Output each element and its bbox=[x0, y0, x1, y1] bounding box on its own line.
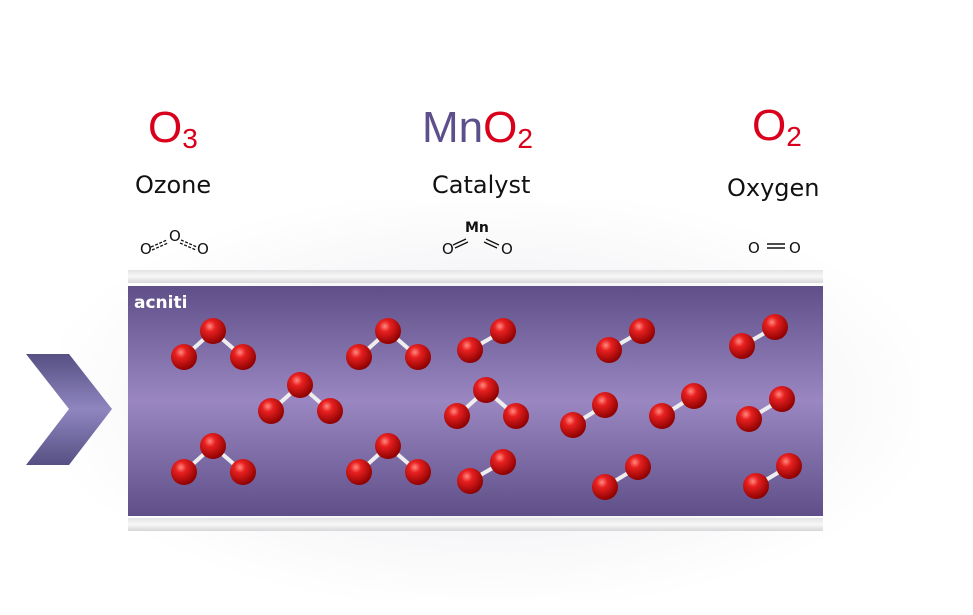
ozone-formula: O3 bbox=[148, 103, 198, 154]
oxygen-atom bbox=[681, 383, 707, 409]
oxygen-label: Oxygen bbox=[727, 174, 820, 202]
mno2-structure: Mn O O bbox=[442, 220, 513, 258]
oxygen-atom bbox=[729, 333, 755, 359]
oxygen-atom bbox=[375, 433, 401, 459]
svg-text:O: O bbox=[789, 239, 801, 257]
acniti-logo: acniti bbox=[134, 293, 187, 313]
molecules bbox=[171, 314, 802, 500]
ozone-molecule bbox=[346, 433, 431, 485]
oxygen-atom bbox=[457, 337, 483, 363]
o2-structure: O O bbox=[748, 239, 801, 257]
tube-bottom-rim bbox=[128, 518, 823, 531]
oxygen-molecule bbox=[736, 386, 795, 432]
oxygen-atom bbox=[405, 459, 431, 485]
oxygen-molecule bbox=[592, 454, 651, 500]
oxygen-atom bbox=[375, 318, 401, 344]
oxygen-atom bbox=[776, 453, 802, 479]
svg-text:O: O bbox=[140, 240, 152, 258]
catalyst-label: Catalyst bbox=[432, 171, 531, 199]
oxygen-atom bbox=[405, 344, 431, 370]
oxygen-atom bbox=[736, 406, 762, 432]
oxygen-molecule bbox=[649, 383, 707, 429]
ozone-molecule bbox=[346, 318, 431, 370]
oxygen-atom bbox=[317, 398, 343, 424]
oxygen-atom bbox=[171, 344, 197, 370]
oxygen-molecule bbox=[560, 392, 618, 438]
oxygen-molecule bbox=[729, 314, 788, 359]
oxygen-atom bbox=[346, 459, 372, 485]
oxygen-atom bbox=[230, 344, 256, 370]
ozone-label: Ozone bbox=[135, 171, 212, 199]
oxygen-molecule bbox=[457, 318, 516, 363]
svg-text:O: O bbox=[748, 239, 760, 257]
oxygen-atom bbox=[287, 372, 313, 398]
ozone-molecule bbox=[258, 372, 343, 424]
oxygen-molecule bbox=[743, 453, 802, 499]
svg-text:O: O bbox=[442, 240, 454, 258]
oxygen-atom bbox=[743, 473, 769, 499]
oxygen-molecule bbox=[596, 318, 655, 363]
oxygen-atom bbox=[200, 318, 226, 344]
flow-arrow-icon bbox=[26, 354, 112, 465]
oxygen-atom bbox=[592, 392, 618, 418]
oxygen-atom bbox=[444, 403, 470, 429]
ozone-molecule bbox=[444, 377, 529, 429]
svg-text:O: O bbox=[197, 240, 209, 258]
oxygen-atom bbox=[490, 449, 516, 475]
oxygen-atom bbox=[769, 386, 795, 412]
oxygen-atom bbox=[490, 318, 516, 344]
ozone-molecule bbox=[171, 318, 256, 370]
svg-text:O: O bbox=[501, 240, 513, 258]
oxygen-atom bbox=[649, 403, 675, 429]
oxygen-atom bbox=[457, 468, 483, 494]
oxygen-atom bbox=[629, 318, 655, 344]
oxygen-atom bbox=[560, 412, 586, 438]
oxygen-atom bbox=[625, 454, 651, 480]
oxygen-atom bbox=[762, 314, 788, 340]
ozone-molecule bbox=[171, 433, 256, 485]
ozone-structure: O O O bbox=[140, 227, 209, 258]
oxygen-atom bbox=[230, 459, 256, 485]
oxygen-atom bbox=[473, 377, 499, 403]
oxygen-atom bbox=[200, 433, 226, 459]
oxygen-atom bbox=[346, 344, 372, 370]
oxygen-atom bbox=[503, 403, 529, 429]
oxygen-formula: O2 bbox=[752, 101, 802, 152]
catalyst-formula: MnO2 bbox=[422, 103, 533, 154]
oxygen-atom bbox=[592, 474, 618, 500]
oxygen-atom bbox=[596, 337, 622, 363]
oxygen-molecule bbox=[457, 449, 516, 494]
oxygen-atom bbox=[171, 459, 197, 485]
svg-text:Mn: Mn bbox=[465, 220, 489, 236]
svg-text:O: O bbox=[169, 227, 181, 245]
tube-top-rim bbox=[128, 270, 823, 283]
oxygen-atom bbox=[258, 398, 284, 424]
